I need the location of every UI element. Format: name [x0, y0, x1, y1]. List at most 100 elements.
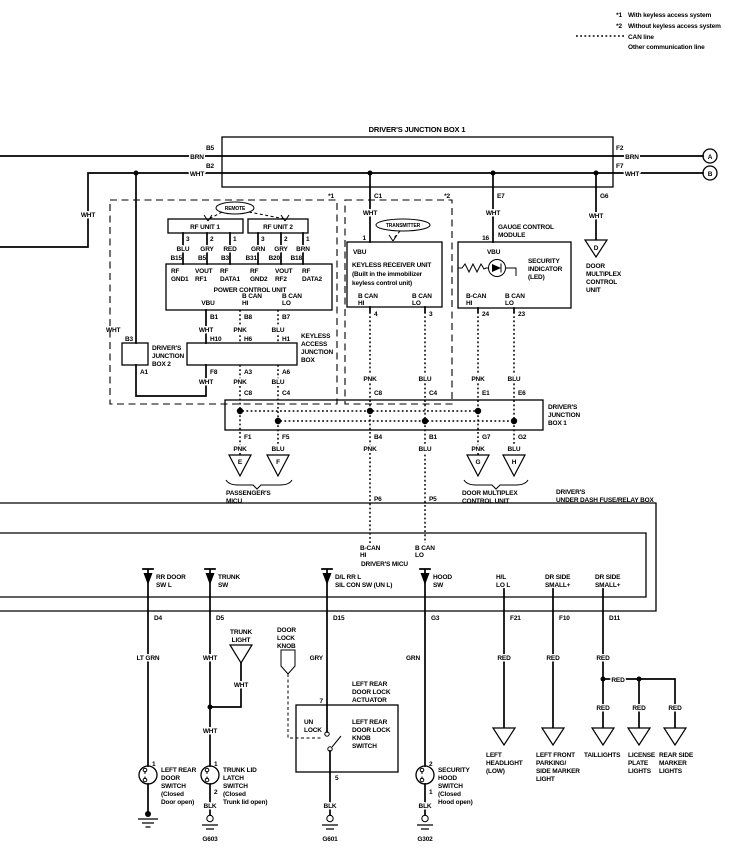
sw1-label-4: (Closed [161, 791, 184, 798]
top-junction-box-1 [221, 136, 614, 188]
hl-lo-2: LO L [496, 582, 510, 589]
rf2-pin3: 3 [261, 236, 265, 243]
kajb-label-3: JUNCTION [301, 349, 333, 356]
pin-f2: F2 [616, 145, 624, 152]
taillights-label: TAILLIGHTS [584, 752, 621, 759]
pcu-pin-b8: B8 [244, 314, 253, 321]
triangle-d [583, 239, 609, 259]
wire-blu-7: BLU [508, 446, 521, 453]
trunk-light-2: LIGHT [232, 637, 251, 644]
sw1-label-1: LEFT REAR [161, 767, 197, 774]
left-headlight-1: LEFT [486, 752, 502, 759]
wire-wht-branch: WHT [234, 682, 249, 689]
wire-grn-rf2: GRN [251, 246, 265, 253]
rr-door-sw-1: RR DOOR [156, 574, 186, 581]
rf2-pin1: 1 [306, 236, 310, 243]
dr-side-2a: DR SIDE [595, 574, 621, 581]
door-lock-knob-3: KNOB [277, 643, 296, 650]
wire-red-branch: RED [611, 677, 625, 684]
gauge-vbu: VBU [487, 249, 501, 256]
pin-g3: G3 [431, 615, 440, 622]
pin-c1: C1 [374, 193, 383, 200]
wire-wht-vbu: WHT [199, 327, 214, 334]
triangle-f-letter: F [276, 459, 280, 466]
pin-d5: D5 [216, 615, 225, 622]
djb2-label-3: BOX 2 [152, 361, 171, 368]
recv-vbu: VBU [353, 249, 367, 256]
pin-d11: D11 [609, 615, 621, 622]
wire-brn-right: BRN [625, 154, 639, 161]
wire-red-5: RED [632, 705, 646, 712]
pcu-rf-gnd2-b: GND2 [250, 276, 268, 283]
rf2-pin2: 2 [284, 236, 288, 243]
pin-e7: E7 [497, 193, 505, 200]
door-multiplex-2: CONTROL UNIT [462, 498, 509, 505]
pcu-rf-data1-b: DATA1 [220, 276, 240, 283]
door-lock-knob-1: DOOR [277, 627, 296, 634]
wire-wht-c1: WHT [363, 210, 378, 217]
pin-b3: B3 [125, 336, 134, 343]
kajb-label-2: ACCESS [301, 341, 328, 348]
trunk-sw-1: TRUNK [218, 574, 240, 581]
sw2-label-2: LATCH [223, 775, 244, 782]
recv-sub-2: keyless control unit) [352, 280, 412, 287]
pcu-rf-gnd1-b: GND1 [171, 276, 189, 283]
djb1-label-2: JUNCTION [548, 412, 580, 419]
pin-b4: B4 [374, 434, 383, 441]
unlock-1: UN [304, 719, 314, 726]
gauge-bcan-hi-b: HI [466, 300, 473, 307]
wire-red-6: RED [668, 705, 682, 712]
wire-red-2: RED [546, 655, 560, 662]
connector-a-circle [702, 148, 718, 164]
license-plate-2: PLATE [628, 760, 649, 767]
ground-g302: G302 [417, 836, 433, 843]
passengers-micu-1: PASSENGER'S [226, 490, 271, 497]
wire-red-4: RED [596, 705, 610, 712]
gauge-bcan-lo-a: B CAN [505, 293, 525, 300]
sw4-label-2: HOOD [438, 775, 457, 782]
gauge-title-1: GAUGE CONTROL [498, 224, 554, 231]
wire-grn: GRN [406, 655, 420, 662]
drivers-junction-box-1b [224, 399, 544, 431]
drivers-micu-outline [0, 532, 647, 598]
pin-f21: F21 [510, 615, 521, 622]
triangle-g [466, 454, 490, 478]
keyless-variant-box-1 [109, 199, 338, 405]
wire-pnk-4: PNK [471, 376, 485, 383]
wire-red-1: RED [497, 655, 511, 662]
remote-label: REMOTE [225, 206, 246, 212]
pin-e6: E6 [518, 390, 526, 397]
ground-g603: G603 [202, 836, 218, 843]
sw2-pin-2: 2 [214, 789, 218, 796]
recv-sub-1: (Built in the immobilizer [352, 271, 423, 278]
pcu-vout-rf2-a: VOUT [275, 268, 293, 275]
taillights-triangle [590, 727, 616, 747]
rr-door-sw-2: SW L [156, 582, 172, 589]
pin-d4: D4 [154, 615, 163, 622]
term-b15: B15 [171, 255, 183, 262]
pin-e1: E1 [482, 390, 490, 397]
legend-note2-text: Without keyless access system [628, 23, 721, 30]
knob-switch-4: SWITCH [352, 743, 377, 750]
rf-unit-2-title: RF UNIT 2 [263, 224, 293, 231]
dmcu-label-1: DOOR [586, 263, 605, 270]
top-box-title: DRIVER'S JUNCTION BOX 1 [369, 125, 466, 134]
pin-b1: B1 [429, 434, 438, 441]
pin-g2: G2 [518, 434, 527, 441]
switch-arrow-icons [143, 573, 430, 585]
sw2-label-4: (Closed [223, 791, 246, 798]
micu-bcan-lo-a: B CAN [415, 545, 435, 552]
pin-g6: G6 [600, 193, 609, 200]
rf1-pin2: 2 [210, 236, 214, 243]
keyless-variant-box-2 [344, 199, 453, 405]
connector-a-label: A [708, 154, 713, 161]
wire-pnk-3: PNK [363, 376, 377, 383]
ground-bolt-g603 [206, 814, 214, 823]
wire-wht-g6: WHT [589, 213, 604, 220]
fuse-relay-box-outline [0, 502, 657, 612]
door-lock-knob-icon [280, 649, 296, 675]
left-headlight-triangle [491, 727, 517, 747]
pin-c8-mid: C8 [374, 390, 383, 397]
triangle-h-letter: H [512, 459, 517, 466]
left-front-parking-4: LIGHT [536, 776, 555, 783]
